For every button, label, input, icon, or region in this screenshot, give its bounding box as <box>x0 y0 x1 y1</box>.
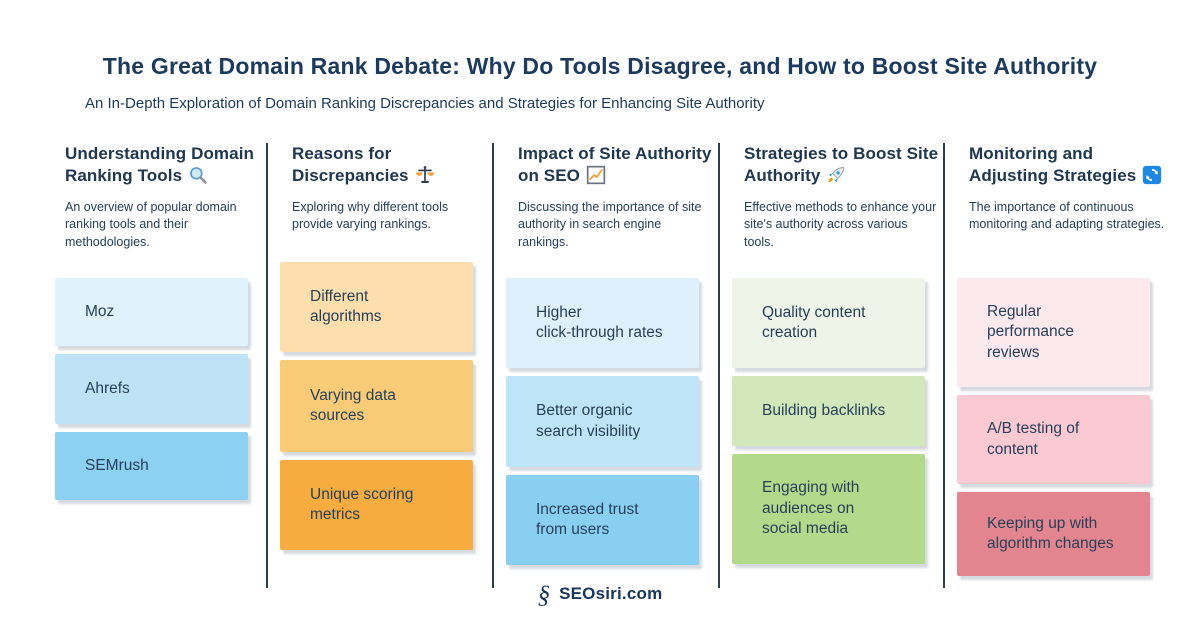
card-social-engagement: Engaging with audiences on social media <box>732 454 925 564</box>
card-building-backlinks: Building backlinks <box>732 376 925 446</box>
column-description: The importance of continuous monitoring … <box>969 200 1165 232</box>
column-heading: Understanding Domain Ranking Tools <box>65 143 266 190</box>
column-heading: Reasons for Discrepancies <box>292 143 492 190</box>
card-list: Quality content creation Building backli… <box>732 278 925 572</box>
card-list: Different algorithms Varying data source… <box>280 262 473 558</box>
card-increased-trust: Increased trust from users <box>506 475 699 565</box>
column-boost-strategies: Strategies to Boost Site Authority Effec… <box>718 143 943 588</box>
brand-name: SEOsiri.com <box>559 584 663 603</box>
card-algorithm-changes: Keeping up with algorithm changes <box>957 492 1150 576</box>
card-list: Regular performance reviews A/B testing … <box>957 278 1150 584</box>
page-title: The Great Domain Rank Debate: Why Do Too… <box>102 53 1098 79</box>
card-performance-reviews: Regular performance reviews <box>957 278 1150 387</box>
card-moz: Moz <box>55 278 248 346</box>
card-different-algorithms: Different algorithms <box>280 262 473 352</box>
column-description: Exploring why different tools provide va… <box>292 200 449 232</box>
card-higher-ctr: Higher click-through rates <box>506 278 699 368</box>
card-ab-testing: A/B testing of content <box>957 395 1150 484</box>
card-list: Higher click-through rates Better organi… <box>506 278 699 573</box>
column-heading: Strategies to Boost Site Authority <box>744 143 943 190</box>
column-heading: Monitoring and Adjusting Strategies <box>969 143 1175 190</box>
card-ahrefs: Ahrefs <box>55 354 248 424</box>
card-unique-scoring-metrics: Unique scoring metrics <box>280 460 473 550</box>
column-impact-on-seo: Impact of Site Authority on SEO Discussi… <box>492 143 718 588</box>
columns-container: Understanding Domain Ranking Tools An ov… <box>52 143 1175 588</box>
magnifying-glass-icon <box>188 165 208 191</box>
rocket-icon <box>826 165 846 191</box>
column-description: Discussing the importance of site author… <box>518 200 702 249</box>
card-semrush: SEMrush <box>55 432 248 500</box>
section-sign-icon: § <box>537 582 551 609</box>
card-organic-visibility: Better organic search visibility <box>506 376 699 467</box>
page-subtitle: An In-Depth Exploration of Domain Rankin… <box>85 95 765 112</box>
column-description: An overview of popular domain ranking to… <box>65 200 237 249</box>
card-list: Moz Ahrefs SEMrush <box>55 278 248 508</box>
column-understanding-tools: Understanding Domain Ranking Tools An ov… <box>52 143 266 588</box>
footer-brand: § SEOsiri.com <box>0 582 1200 610</box>
refresh-icon <box>1142 165 1162 191</box>
column-reasons-discrepancies: Reasons for Discrepancies Exploring why … <box>266 143 492 588</box>
balance-scale-icon <box>415 165 435 191</box>
column-description: Effective methods to enhance your site's… <box>744 200 937 249</box>
column-heading: Impact of Site Authority on SEO <box>518 143 718 190</box>
card-varying-data-sources: Varying data sources <box>280 360 473 452</box>
column-monitoring-adjusting: Monitoring and Adjusting Strategies The … <box>943 143 1175 588</box>
card-quality-content: Quality content creation <box>732 278 925 368</box>
chart-increasing-icon <box>586 165 606 191</box>
